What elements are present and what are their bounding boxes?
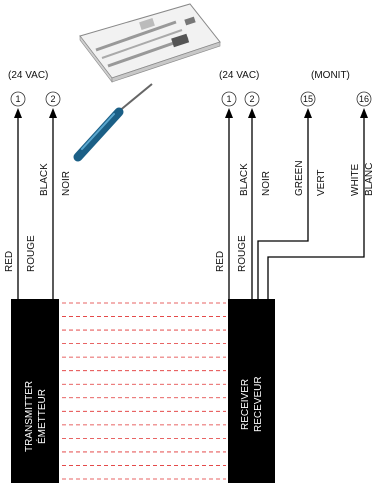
terminal-2-receiver: 2 <box>244 91 260 107</box>
wire-label-red-rx: RED <box>215 251 226 272</box>
circuit-board-icon <box>79 3 221 83</box>
terminal-number: 1 <box>226 94 231 104</box>
wire-label-white-rx: WHITE <box>350 163 361 196</box>
wire-label-vert-rx: VERT <box>316 170 327 197</box>
terminal-1-receiver: 1 <box>221 91 237 107</box>
terminal-number: 2 <box>249 94 254 104</box>
transmitter-label-en: TRANSMITTER <box>24 381 35 452</box>
wire-label-red-tx: RED <box>4 251 15 272</box>
terminal-2-transmitter: 2 <box>45 91 61 107</box>
screwdriver-icon <box>73 83 153 162</box>
wire-label-blanc-rx: BLANC <box>364 163 374 196</box>
receiver-monitor-label: (MONIT) <box>311 70 350 81</box>
terminal-16-receiver: 16 <box>356 91 372 107</box>
terminal-1-transmitter: 1 <box>10 91 26 107</box>
terminal-number: 15 <box>303 94 313 104</box>
wire-label-rouge-rx: ROUGE <box>237 235 248 272</box>
wire-label-noir-rx: NOIR <box>261 171 272 196</box>
wire-label-black-tx: BLACK <box>39 163 50 196</box>
transmitter-label-fr: ÉMETTEUR <box>35 389 48 444</box>
terminal-number: 16 <box>359 94 369 104</box>
transmitter-supply-label: (24 VAC) <box>8 70 48 81</box>
terminal-number: 1 <box>15 94 20 104</box>
terminal-15-receiver: 15 <box>300 91 316 107</box>
receiver-label-fr: RECEVEUR <box>253 376 264 432</box>
receiver-wires <box>225 108 368 300</box>
infrared-beams <box>62 302 226 480</box>
wire-label-noir-tx: NOIR <box>61 171 72 196</box>
transmitter-unit: TRANSMITTER ÉMETTEUR <box>11 299 59 483</box>
receiver-unit: RECEIVER RECEVEUR <box>228 299 275 483</box>
terminal-number: 2 <box>50 94 55 104</box>
receiver-label-en: RECEIVER <box>240 379 251 430</box>
wire-label-green-rx: GREEN <box>294 160 305 196</box>
wire-label-rouge-tx: ROUGE <box>26 235 37 272</box>
wire-label-black-rx: BLACK <box>239 163 250 196</box>
receiver-supply-label: (24 VAC) <box>219 70 259 81</box>
transmitter-wires <box>14 108 57 300</box>
